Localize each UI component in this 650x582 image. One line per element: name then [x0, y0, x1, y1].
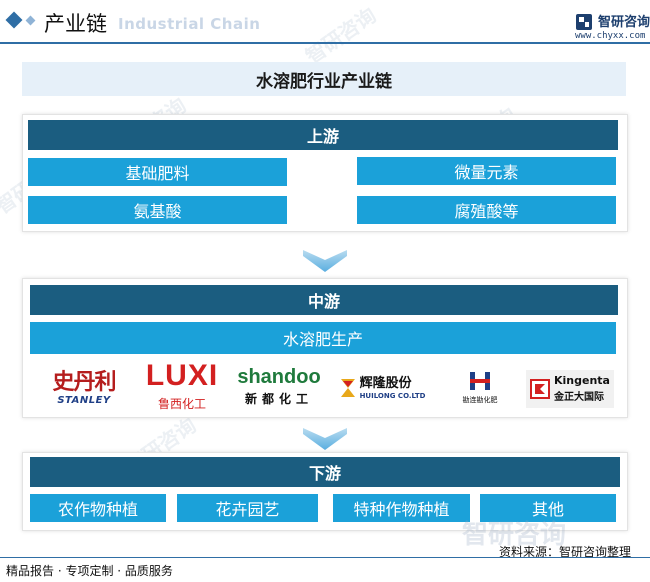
- watermark: 智研咨询: [301, 2, 381, 69]
- logo-kingenta-text: Kingenta: [554, 374, 610, 387]
- logo-luxi-sub: 鲁西化工: [157, 396, 206, 411]
- upstream-heading: 上游: [28, 120, 618, 150]
- diamond-small-icon: [25, 15, 36, 26]
- logo-luxi-text: LUXI: [145, 358, 219, 392]
- header-ghost-text: Industrial Chain: [118, 15, 261, 33]
- logo-kingenta-sub: 金正大国际: [554, 392, 604, 403]
- page-title: 产业链: [44, 12, 107, 36]
- logo-stanley: 史丹利 STANLEY: [40, 364, 128, 412]
- downstream-item: 特种作物种植: [333, 494, 470, 522]
- logo-huilong-text: 辉隆股份: [359, 375, 412, 391]
- logo-stanley-sub: STANLEY: [57, 394, 111, 406]
- logo-shandoo: shandoo 新都化工: [234, 362, 324, 412]
- header-divider: [0, 42, 650, 44]
- footer-divider: [0, 557, 650, 558]
- upstream-item: 腐殖酸等: [357, 196, 616, 224]
- midstream-product: 水溶肥生产: [30, 322, 616, 354]
- logo-shandoo-sub: 新都化工: [244, 392, 313, 406]
- logo-stanley-text: 史丹利: [52, 368, 116, 395]
- diamond-icon: [5, 11, 23, 29]
- logo-huilong: 辉隆股份 HUILONG CO.LTD: [334, 368, 430, 408]
- logo-huilong-sub: HUILONG CO.LTD: [359, 391, 426, 400]
- logo-kingenta: Kingenta 金正大国际: [526, 370, 614, 408]
- watermark-large: 智研咨询: [462, 520, 567, 550]
- downstream-item: 农作物种植: [30, 494, 166, 522]
- logo-luxi: LUXI 鲁西化工: [138, 360, 226, 412]
- downstream-item: 其他: [480, 494, 616, 522]
- brand-url: www.chyxx.com: [575, 31, 646, 41]
- kingenta-mark-icon: [530, 379, 550, 399]
- midstream-heading: 中游: [30, 285, 618, 315]
- diagram-title: 水溶肥行业产业链: [22, 62, 626, 96]
- upstream-item: 基础肥料: [28, 158, 287, 186]
- flow-arrow-icon: [303, 250, 347, 272]
- downstream-heading: 下游: [30, 457, 620, 487]
- flow-arrow-icon: [303, 428, 347, 450]
- upstream-item: 氨基酸: [28, 196, 287, 224]
- logo-lianxing-sub: 勘连勘化肥: [462, 395, 498, 404]
- logo-shandoo-text: shandoo: [237, 366, 321, 388]
- logo-lianxing: 勘连勘化肥: [444, 364, 516, 410]
- lianxing-mark-icon: [470, 371, 490, 390]
- brand-logo-icon: [576, 14, 592, 30]
- source-note: 资料来源：智研咨询整理: [499, 545, 632, 559]
- upstream-item: 微量元素: [357, 157, 616, 185]
- downstream-item: 花卉园艺: [177, 494, 318, 522]
- brand-name: 智研咨询: [598, 15, 650, 30]
- footer-services: 精品报告 · 专项定制 · 品质服务: [6, 564, 173, 578]
- huilong-mark-icon: [340, 379, 355, 397]
